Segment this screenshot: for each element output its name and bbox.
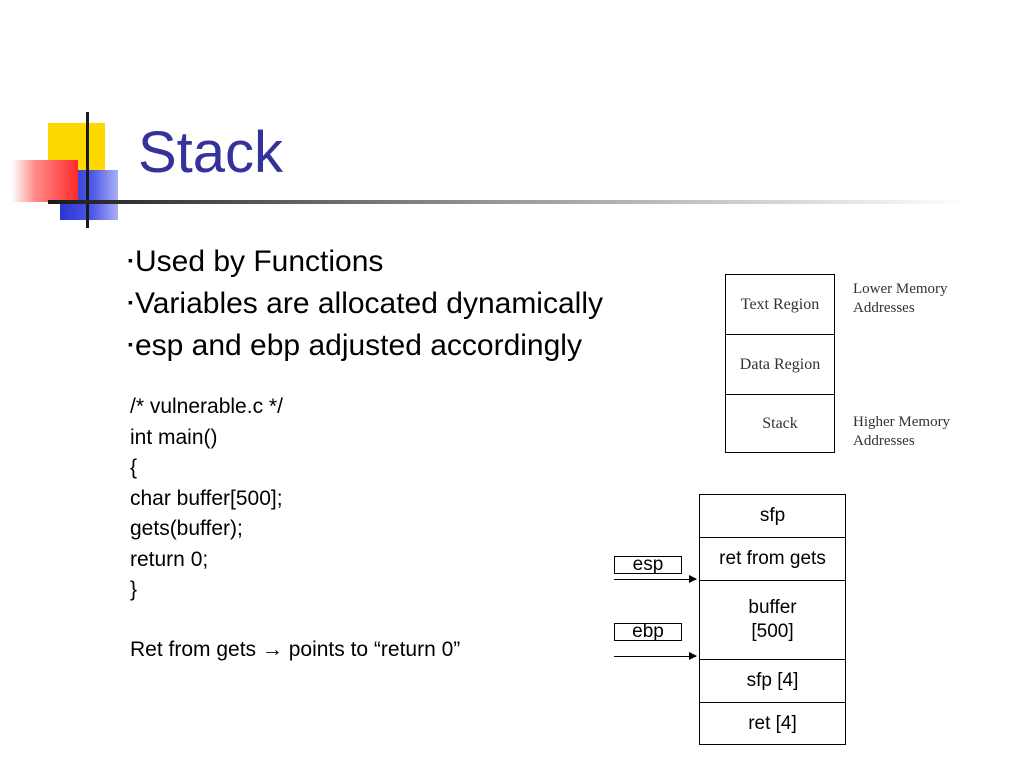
stack-cell-buffer: buffer [500] [700, 581, 845, 660]
code-line: { [130, 456, 138, 479]
lower-memory-label: Lower Memory Addresses [853, 280, 948, 318]
lower-memory-label-line: Addresses [853, 300, 915, 316]
bullet-list: ▪Used by Functions ▪Variables are alloca… [128, 240, 603, 366]
bullet-item: ▪Used by Functions [128, 240, 603, 282]
bullet-text: Variables are allocated dynamically [134, 287, 603, 320]
bullet-text: esp and ebp adjusted accordingly [134, 329, 582, 362]
esp-arrow [614, 575, 697, 583]
code-line: char buffer[500]; [130, 486, 283, 510]
higher-memory-label-line: Higher Memory [853, 414, 951, 430]
memory-region-text: Text Region [726, 275, 834, 335]
higher-memory-label-line: Addresses [853, 433, 915, 449]
esp-register-label: esp [614, 555, 682, 574]
slide-title: Stack [138, 120, 284, 185]
code-line: int main() [130, 425, 218, 449]
higher-memory-label: Higher Memory Addresses [853, 413, 950, 451]
logo-vertical-line [86, 112, 89, 228]
memory-region-stack: Stack [762, 414, 798, 432]
ret-note: Ret from gets → points to “return 0” [130, 638, 461, 661]
stack-frame-diagram: sfp ret from gets buffer [500] sfp [4] r… [699, 494, 846, 745]
stack-cell-sfp: sfp [700, 495, 845, 538]
code-line: gets(buffer); [130, 517, 243, 540]
memory-region-data: Data Region [726, 335, 834, 395]
ebp-register-label: ebp [614, 622, 682, 641]
memory-layout-diagram: Text Region Data Region Stack [725, 274, 835, 453]
bullet-marker: ▪ [128, 294, 133, 310]
bullet-item: ▪Variables are allocated dynamically [128, 282, 603, 324]
code-snippet: /* vulnerable.c */ int main() { char buf… [130, 392, 283, 606]
code-line: /* vulnerable.c */ [130, 395, 283, 418]
code-line: } [130, 578, 138, 601]
code-line: return 0; [130, 547, 209, 571]
stack-cell-sfp-4: sfp [4] [700, 660, 845, 703]
stack-cell-ret-from-gets: ret from gets [700, 538, 845, 581]
bullet-text: Used by Functions [134, 245, 384, 278]
title-underline [48, 200, 968, 204]
ebp-arrow [614, 652, 697, 660]
stack-cell-ret-4: ret [4] [748, 712, 797, 734]
bullet-marker: ▪ [128, 336, 133, 352]
lower-memory-label-line: Lower Memory [853, 281, 948, 297]
bullet-item: ▪esp and ebp adjusted accordingly [128, 324, 603, 366]
bullet-marker: ▪ [128, 252, 133, 268]
logo-red-square [12, 160, 78, 202]
